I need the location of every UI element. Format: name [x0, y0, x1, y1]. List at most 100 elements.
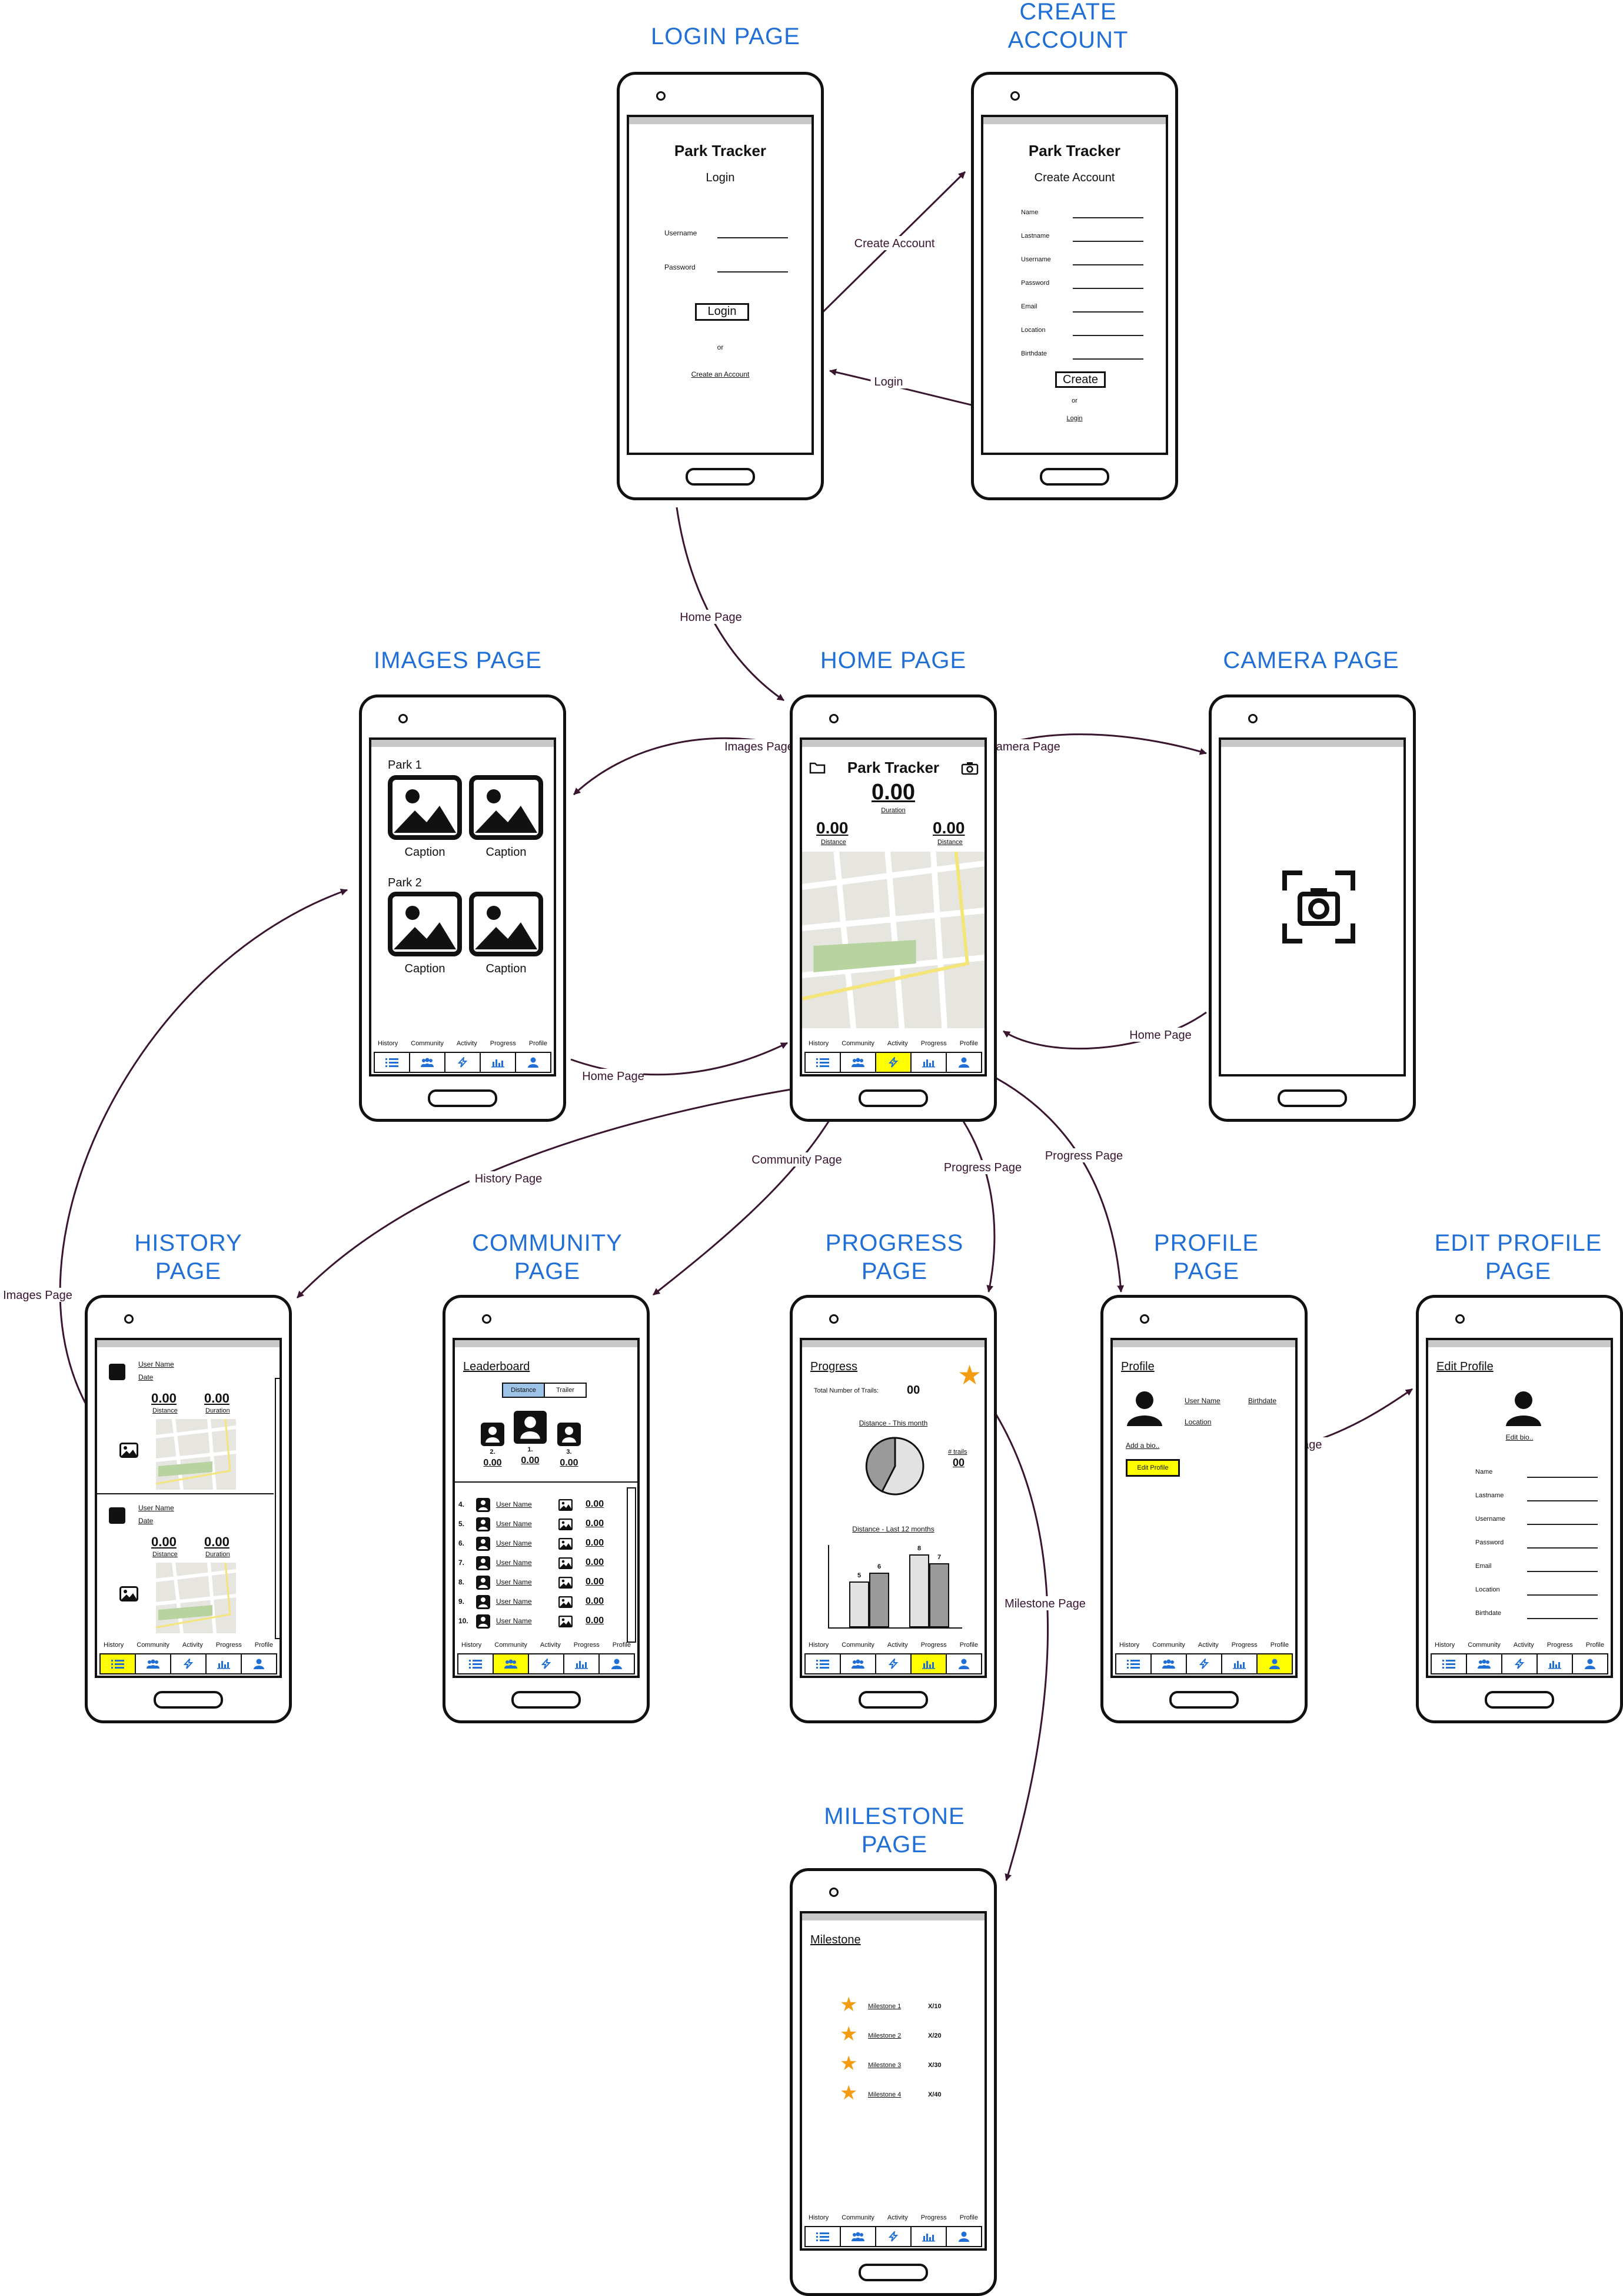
tab-community[interactable] [841, 1053, 876, 1072]
field-input-password[interactable] [1073, 288, 1143, 289]
tab-progress[interactable] [912, 2227, 947, 2246]
field-input-birthdate[interactable] [1527, 1618, 1598, 1619]
field-input-username[interactable] [1073, 264, 1143, 265]
field-input-location[interactable] [1527, 1594, 1598, 1596]
edit-profile-button[interactable]: Edit Profile [1126, 1459, 1180, 1477]
field-input-username[interactable] [1527, 1524, 1598, 1525]
field-input-name[interactable] [1073, 217, 1143, 218]
tab-progress[interactable] [481, 1053, 516, 1072]
home-button[interactable] [1169, 1691, 1239, 1709]
tab-activity[interactable] [876, 1654, 912, 1673]
camera-viewfinder-icon[interactable] [1282, 870, 1355, 943]
field-input-email[interactable] [1073, 311, 1143, 313]
toggle-distance[interactable]: Distance [503, 1384, 545, 1397]
tab-progress[interactable] [912, 1654, 947, 1673]
map-thumbnail[interactable] [155, 1562, 237, 1634]
tab-activity[interactable] [1502, 1654, 1538, 1673]
create-account-link[interactable]: Create an Account [691, 370, 750, 378]
image-icon[interactable] [119, 1586, 138, 1601]
tab-profile[interactable] [947, 1053, 981, 1072]
tab-history[interactable] [806, 1654, 841, 1673]
tab-history[interactable] [806, 2227, 841, 2246]
tab-profile[interactable] [1573, 1654, 1607, 1673]
tab-history[interactable] [806, 1053, 841, 1072]
create-button[interactable]: Create [1055, 371, 1106, 388]
home-button[interactable] [859, 1089, 928, 1107]
image-icon[interactable] [388, 892, 462, 956]
milestone-name[interactable]: Milestone 3 [868, 2062, 902, 2069]
image-icon[interactable] [469, 892, 543, 956]
image-icon[interactable] [119, 1443, 138, 1458]
login-button[interactable]: Login [695, 303, 749, 321]
add-bio-link[interactable]: Add a bio.. [1126, 1441, 1160, 1450]
home-button[interactable] [428, 1089, 497, 1107]
milestone-name[interactable]: Milestone 1 [868, 2003, 902, 2010]
tab-profile[interactable] [1258, 1654, 1292, 1673]
tab-progress[interactable] [912, 1053, 947, 1072]
edit-bio-link[interactable]: Edit bio.. [1505, 1433, 1534, 1441]
password-input[interactable] [717, 271, 788, 273]
tab-progress[interactable] [1538, 1654, 1573, 1673]
tab-community[interactable] [410, 1053, 445, 1072]
tab-community[interactable] [841, 1654, 876, 1673]
tab-community[interactable] [841, 2227, 876, 2246]
tab-history[interactable] [375, 1053, 410, 1072]
tab-activity[interactable] [529, 1654, 564, 1673]
scrollbar[interactable] [627, 1487, 636, 1643]
home-button[interactable] [1040, 468, 1109, 486]
tab-profile[interactable] [947, 2227, 981, 2246]
home-button[interactable] [1278, 1089, 1347, 1107]
field-input-name[interactable] [1527, 1477, 1598, 1478]
username-input[interactable] [717, 237, 788, 238]
home-button[interactable] [859, 1691, 928, 1709]
field-input-birthdate[interactable] [1073, 358, 1143, 360]
home-button[interactable] [1485, 1691, 1554, 1709]
scrollbar[interactable] [275, 1378, 280, 1639]
map-view[interactable] [802, 851, 985, 1029]
image-icon[interactable] [388, 775, 462, 840]
tab-history[interactable] [1432, 1654, 1467, 1673]
tab-community[interactable] [494, 1654, 529, 1673]
tab-history[interactable] [101, 1654, 136, 1673]
milestone-name[interactable]: Milestone 4 [868, 2091, 902, 2098]
login-link[interactable]: Login [1066, 415, 1083, 422]
milestone-name[interactable]: Milestone 2 [868, 2032, 902, 2039]
field-input-password[interactable] [1527, 1547, 1598, 1549]
tab-community[interactable] [1467, 1654, 1502, 1673]
tab-profile[interactable] [242, 1654, 276, 1673]
toggle-trailer[interactable]: Trailer [556, 1387, 574, 1394]
home-button[interactable] [154, 1691, 223, 1709]
tab-activity[interactable] [876, 1053, 912, 1072]
tab-activity[interactable] [876, 2227, 912, 2246]
tab-progress[interactable] [1222, 1654, 1258, 1673]
tab-history[interactable] [458, 1654, 494, 1673]
map-thumbnail[interactable] [155, 1418, 237, 1490]
camera-icon[interactable] [961, 761, 979, 775]
tab-profile[interactable] [600, 1654, 634, 1673]
tab-profile[interactable] [947, 1654, 981, 1673]
star-icon[interactable]: ★ [957, 1360, 982, 1390]
tab-progress[interactable] [207, 1654, 242, 1673]
tab-profile[interactable] [516, 1053, 550, 1072]
field-input-location[interactable] [1073, 335, 1143, 336]
image-icon[interactable] [469, 775, 543, 840]
tab-community[interactable] [1152, 1654, 1187, 1673]
folder-icon[interactable] [809, 761, 826, 774]
tab-progress[interactable] [564, 1654, 600, 1673]
home-button[interactable] [859, 2264, 928, 2281]
field-input-lastname[interactable] [1527, 1500, 1598, 1501]
tab-activity[interactable] [445, 1053, 481, 1072]
tab-activity[interactable] [1187, 1654, 1222, 1673]
field-input-email[interactable] [1527, 1571, 1598, 1572]
field-input-lastname[interactable] [1073, 241, 1143, 242]
tab-community[interactable] [136, 1654, 171, 1673]
tab-history[interactable] [1116, 1654, 1152, 1673]
